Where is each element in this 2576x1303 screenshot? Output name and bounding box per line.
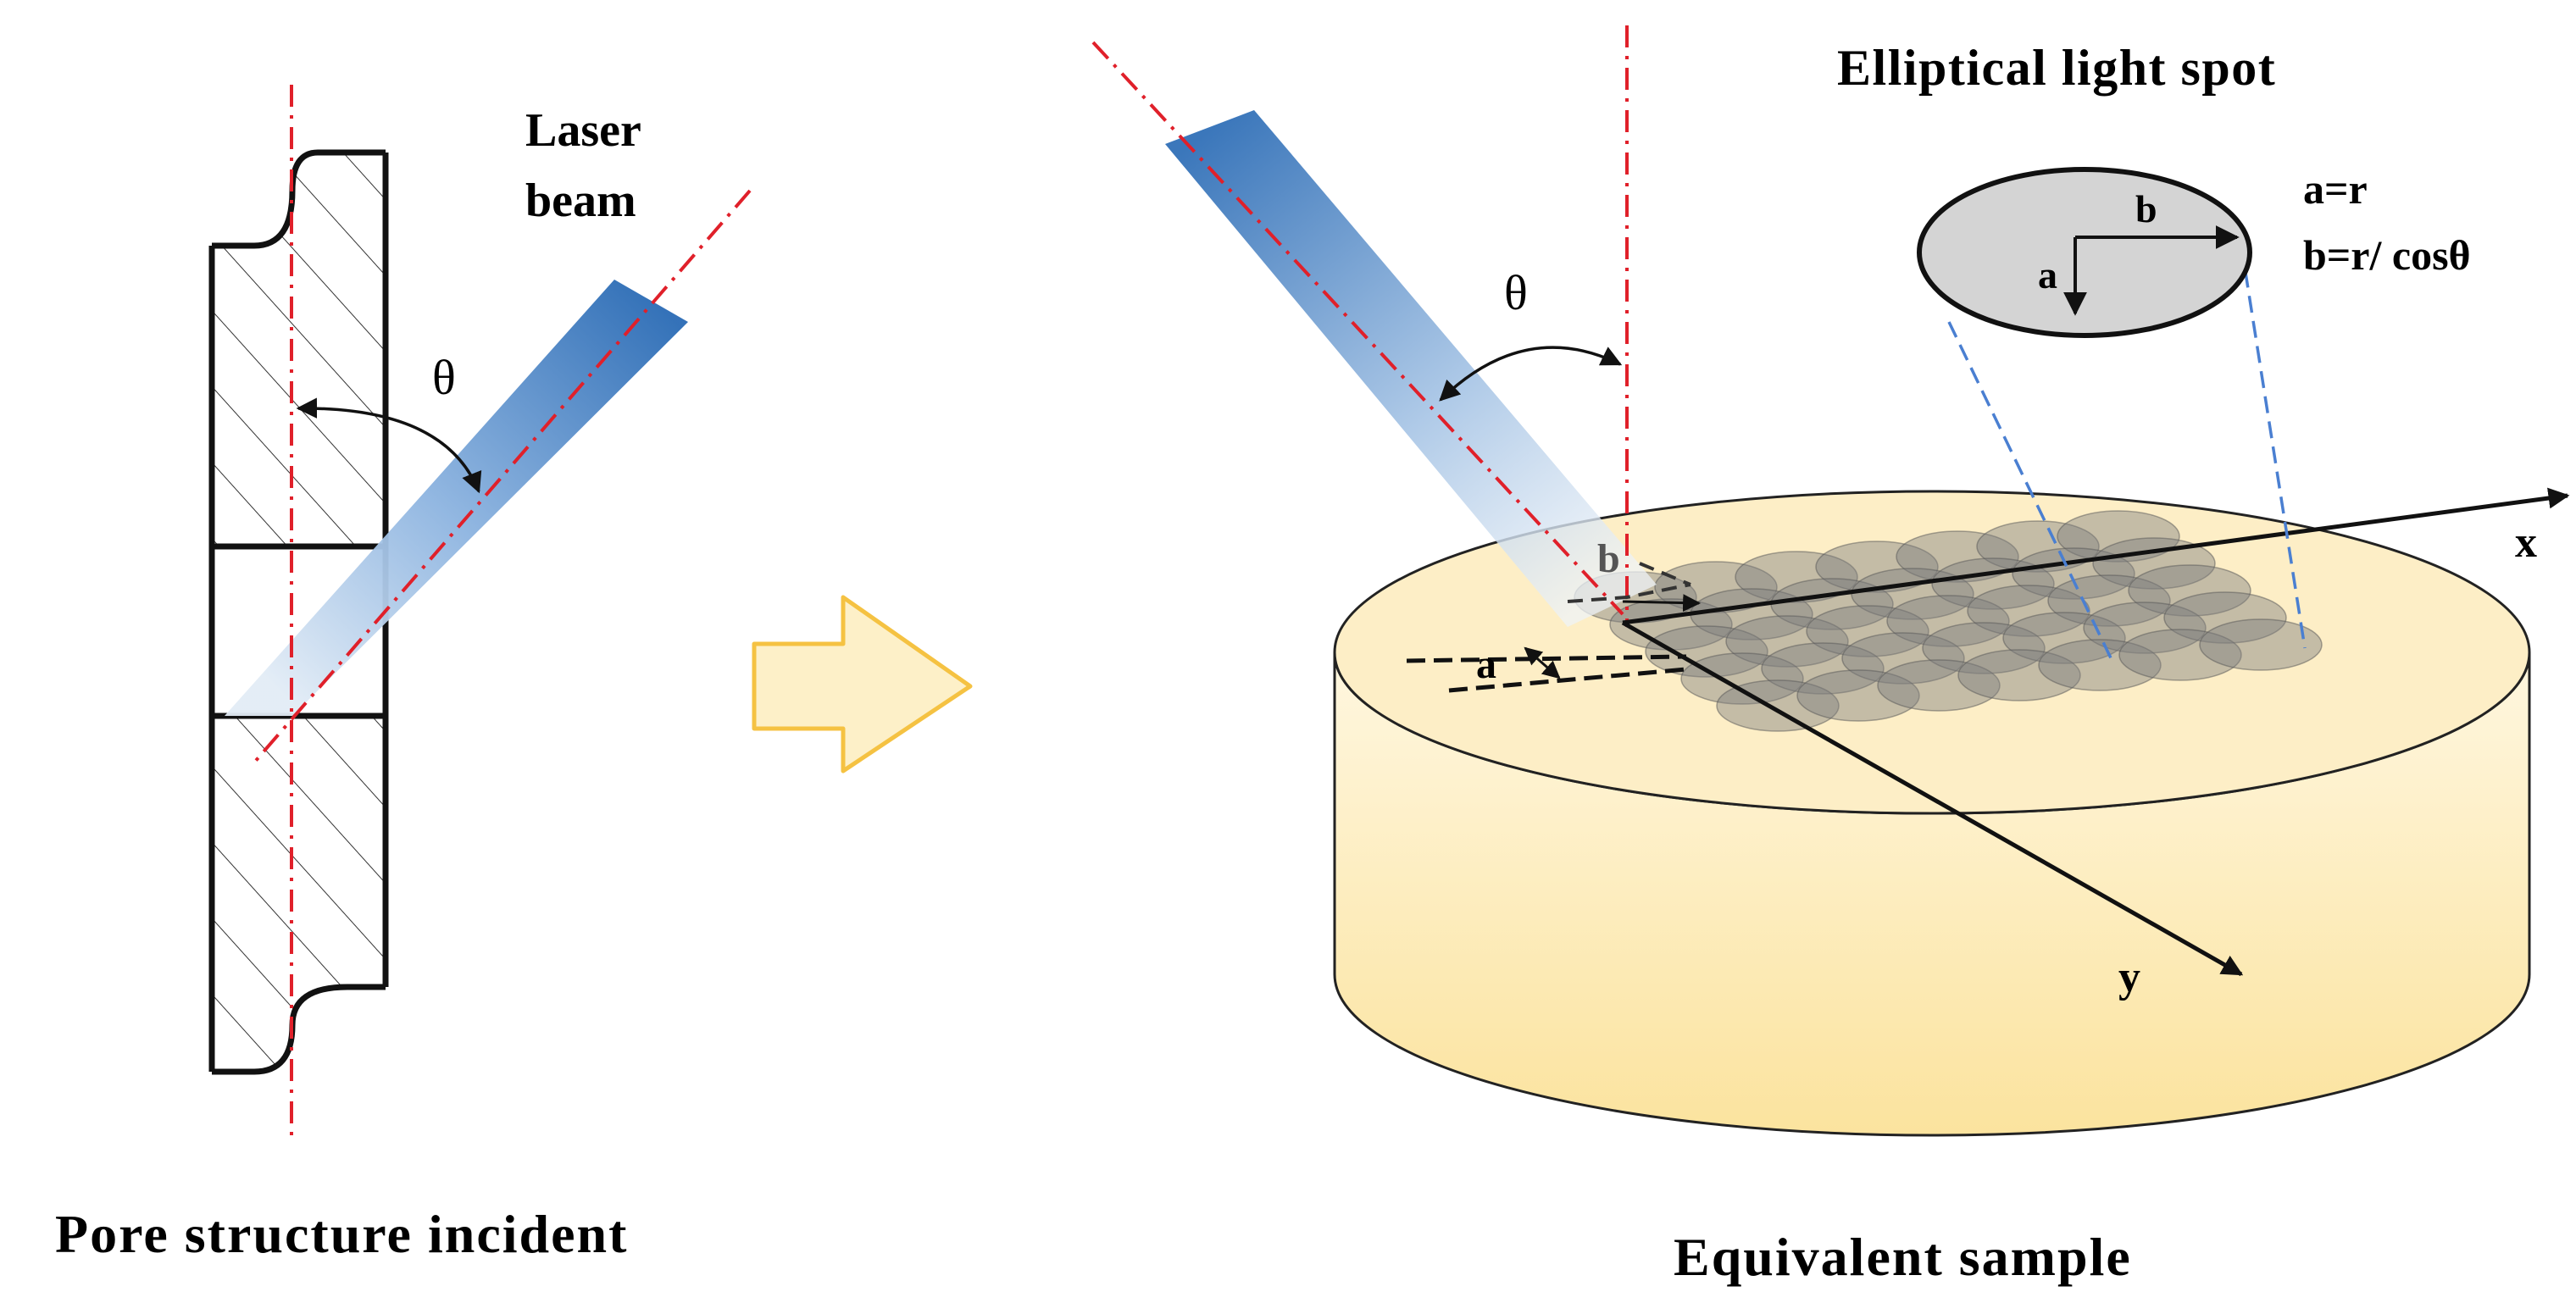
- projection-line-right: [2240, 245, 2307, 649]
- laser-beam-left: [225, 280, 688, 716]
- elliptical-spot: [1917, 167, 2252, 338]
- pore-wall-upper: [212, 152, 386, 546]
- spot-ellipse: [2038, 639, 2162, 691]
- beam-label-left-line1: Laser: [525, 104, 641, 157]
- spot-ellipse: [1796, 669, 1920, 722]
- pore-wall-lower: [212, 716, 386, 1072]
- spot-ellipse: [1680, 652, 1804, 705]
- beam-axis-guide-right: [1091, 41, 1624, 616]
- spot-ellipse: [2118, 629, 2242, 681]
- angle-label-right: θ: [1504, 265, 1528, 320]
- projection-line-left: [1947, 321, 2116, 666]
- x-axis-label: x: [2515, 518, 2537, 567]
- y-axis-label: y: [2118, 953, 2140, 1001]
- dimension-label-a: a: [1476, 642, 1496, 687]
- y-axis: [1621, 620, 2244, 977]
- formula-a: a=r: [2303, 165, 2368, 213]
- dimension-a-arrow: [1524, 646, 1561, 679]
- spot-label-a: a: [2038, 253, 2057, 297]
- spot-ellipse: [1877, 659, 2001, 712]
- dimension-label-b: b: [1597, 536, 1620, 581]
- spot-ellipse: [2199, 618, 2323, 671]
- spot-ellipse: [1645, 625, 1768, 678]
- formula-b: b=r/ cosθ: [2303, 231, 2471, 279]
- spot-dimension-b-box: [1567, 562, 1691, 603]
- spot-ellipse: [1957, 649, 2081, 701]
- caption-right: Equivalent sample: [1674, 1227, 2132, 1287]
- caption-left: Pore structure incident: [55, 1204, 628, 1264]
- pore-structure-panel: θ Laser beam Pore structure incident: [55, 85, 752, 1264]
- dimension-b-arrow: [1622, 594, 1702, 613]
- transition-arrow: [752, 595, 973, 773]
- spot-title: Elliptical light spot: [1837, 40, 2276, 96]
- beam-label-left-line2: beam: [525, 175, 636, 227]
- angle-arc-left: [296, 397, 482, 494]
- spot-label-b: b: [2135, 187, 2157, 230]
- angle-label-left: θ: [432, 350, 456, 405]
- laser-beam-right: [1165, 110, 1657, 627]
- angle-arc-right: [1439, 346, 1623, 402]
- equivalent-sample-panel: θ a b x y a b Elliptical light spot a=r …: [1091, 25, 2570, 1287]
- x-axis: [1622, 487, 2570, 625]
